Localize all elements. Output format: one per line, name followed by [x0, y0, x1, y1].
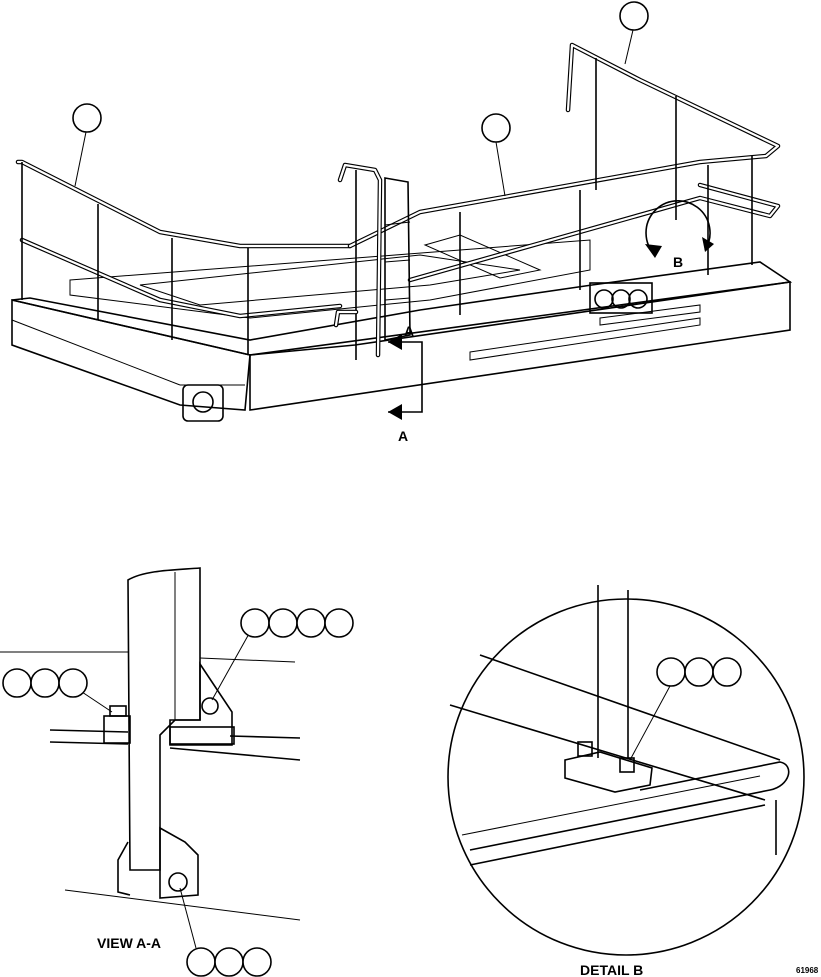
view-a-a-caption: VIEW A-A [97, 935, 161, 951]
detail-b: DETAIL B [447, 585, 805, 977]
main-callouts [72, 1, 649, 197]
callout-balloon [481, 113, 511, 143]
detail-label-b: B [673, 254, 683, 270]
detail-post-base [564, 751, 653, 793]
section-label-top: A [404, 323, 414, 339]
view-a-a: VIEW A-A [0, 567, 354, 977]
upper-bolt [201, 697, 219, 715]
left-base-block [103, 715, 131, 744]
platform-front-face [11, 298, 251, 411]
callout-balloon [72, 103, 102, 133]
lower-bracket [159, 826, 199, 899]
tow-pin-housing [182, 384, 224, 422]
rail-post-tube [127, 567, 201, 871]
detail-b-indicator: B [645, 199, 714, 270]
left-guard-rail [15, 159, 353, 355]
lower-bolt [168, 872, 188, 892]
boarding-ladder [333, 162, 411, 360]
callout-balloon [619, 1, 649, 31]
section-line-a: A A [388, 323, 423, 444]
section-label-bottom: A [398, 428, 408, 444]
detail-b-caption: DETAIL B [580, 962, 643, 977]
drawing-number: 61968 [796, 966, 819, 975]
platform-deck [11, 261, 793, 356]
light-cluster [589, 282, 653, 314]
upper-bracket [169, 661, 233, 746]
detail-b-circle [447, 598, 805, 956]
platform-assembly [11, 234, 793, 422]
platform-side-face [249, 281, 791, 411]
